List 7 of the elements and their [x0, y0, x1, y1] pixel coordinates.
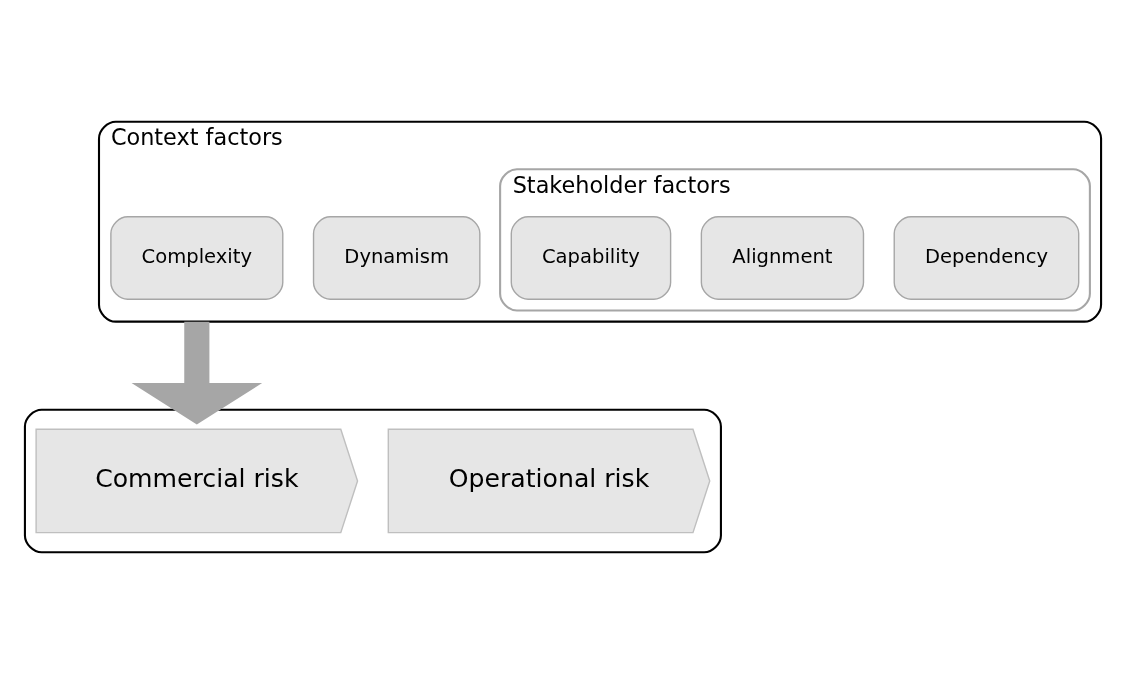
node-box: Dependency [893, 215, 1080, 300]
node-box: Alignment [700, 215, 865, 300]
node-box: Capability [510, 215, 672, 300]
cluster [23, 408, 722, 553]
node-box: Complexity [110, 215, 284, 300]
node-box: Dynamism [312, 215, 481, 300]
arrow [131, 321, 263, 425]
